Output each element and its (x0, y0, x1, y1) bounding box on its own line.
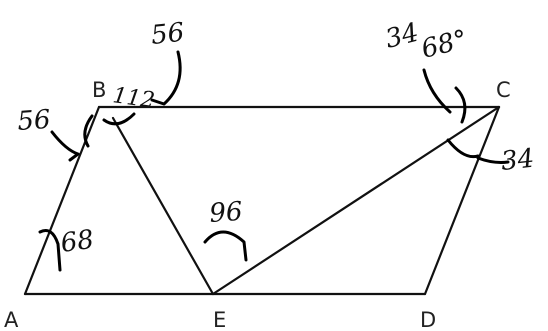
annotation-c-top-a: 34 (382, 18, 421, 55)
angle-mark-c-top (454, 86, 467, 124)
angle-mark-b-inner (102, 112, 136, 126)
vertex-label-a: A (4, 308, 19, 331)
edge-ab (23, 105, 101, 296)
annotation-b-inner: 112 (111, 83, 156, 114)
angle-arrow-b-left (50, 130, 80, 162)
angle-arrow-b-top (150, 50, 182, 106)
angle-arrow-c-left (422, 68, 452, 114)
figure-edges (23, 105, 501, 296)
angle-mark-b-left (83, 114, 94, 148)
vertex-label-d: D (420, 308, 436, 331)
segment-be (111, 116, 215, 296)
annotation-a-angle: 68 (59, 225, 96, 259)
annotations: 56 56 112 68 96 34 68° 34 (16, 18, 535, 259)
annotation-e-angle: 96 (208, 197, 243, 229)
angle-arrow-c-right (476, 156, 510, 164)
angle-mark-c-right (446, 138, 480, 159)
vertex-label-e: E (213, 308, 226, 331)
annotation-c-right: 34 (500, 144, 536, 177)
annotation-c-top-b: 68° (418, 25, 470, 65)
vertex-label-c: C (496, 78, 511, 102)
vertex-label-b: B (92, 78, 106, 102)
segment-ce (211, 105, 501, 296)
vertex-labels: A B C D E (4, 78, 511, 331)
angle-mark-e (203, 230, 248, 262)
angle-mark-a (38, 229, 62, 272)
annotation-b-left: 56 (16, 105, 51, 137)
edge-cd (423, 105, 501, 296)
angle-marks (38, 50, 510, 272)
annotation-b-top: 56 (150, 18, 186, 51)
